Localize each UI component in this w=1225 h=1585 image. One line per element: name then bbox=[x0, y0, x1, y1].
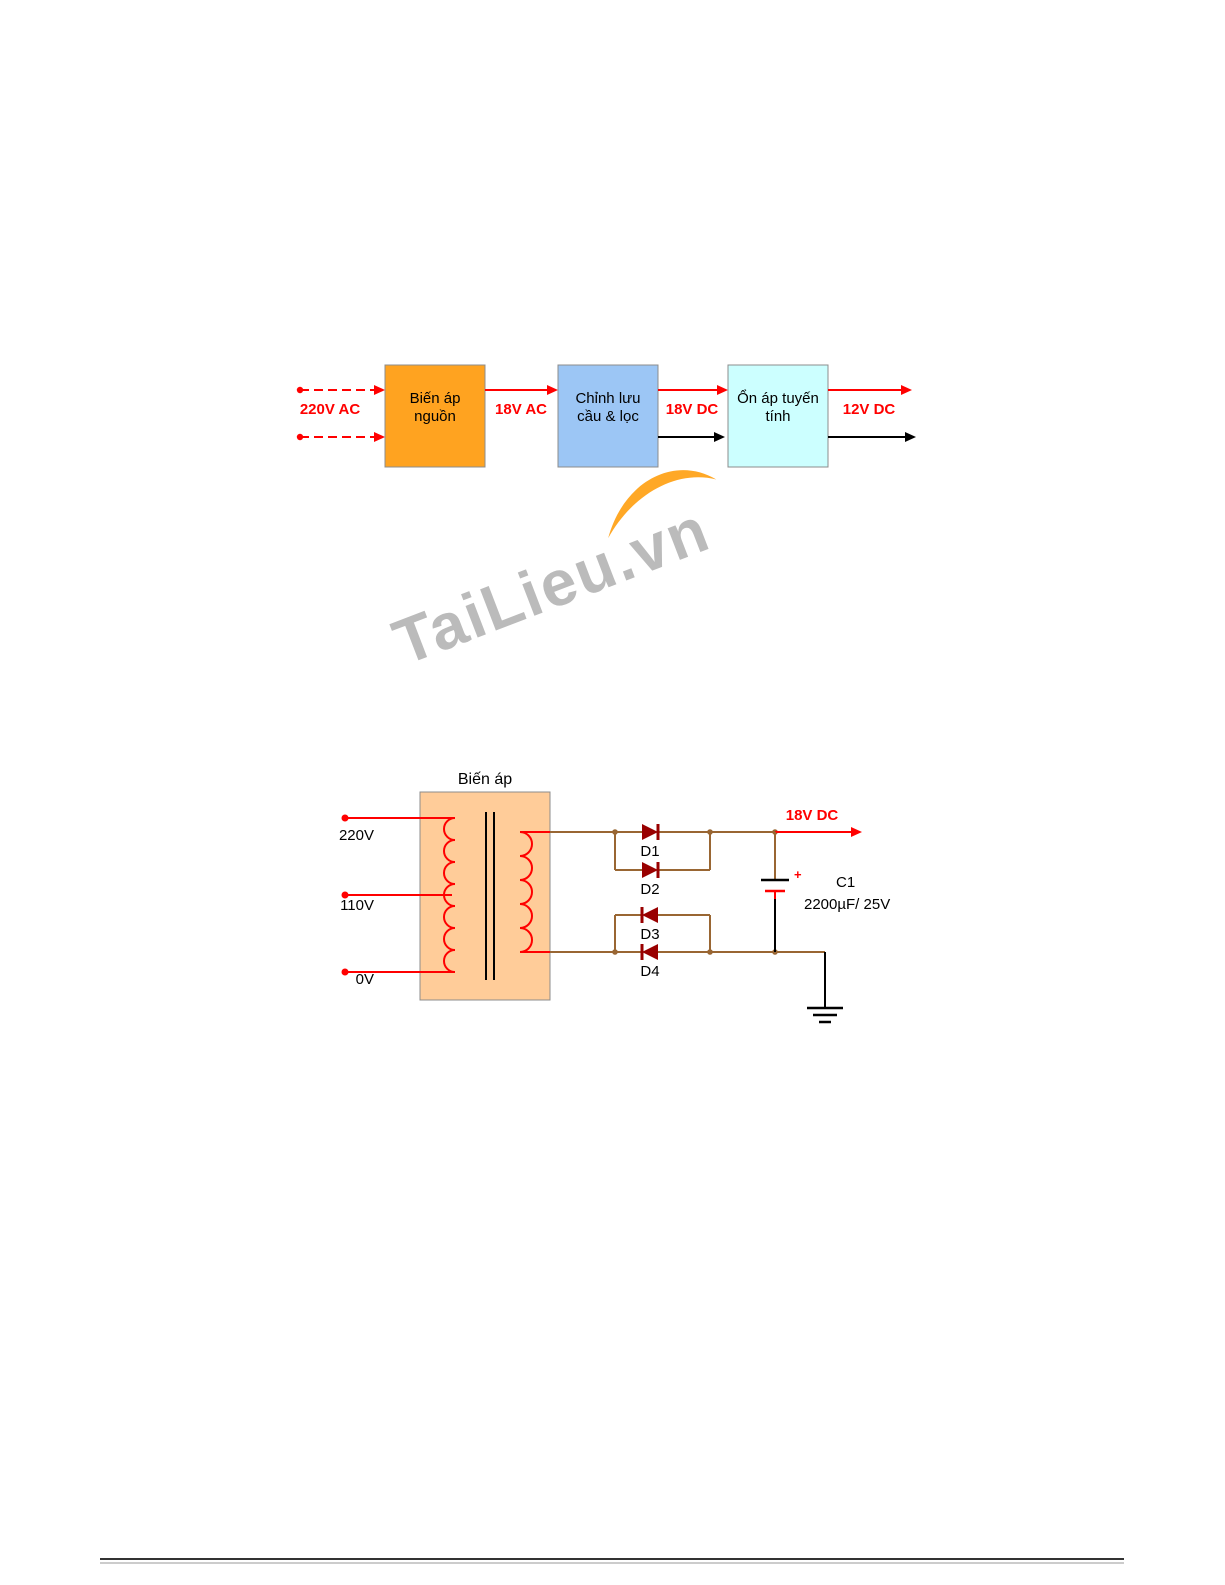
input-arrow-top bbox=[296, 385, 385, 395]
power-supply-block-diagram: 220V AC Biến áp nguồn 18V AC Chỉnh lưu c… bbox=[296, 364, 916, 468]
diode-d3 bbox=[640, 907, 658, 923]
capacitor-c1 bbox=[761, 832, 789, 952]
capacitor-plus-label: + bbox=[794, 867, 802, 882]
bridge-wires bbox=[550, 831, 825, 953]
secondary-coil bbox=[519, 831, 533, 953]
primary-terminal-220v bbox=[341, 814, 455, 822]
regulator-block bbox=[727, 364, 829, 468]
junction-dots bbox=[612, 829, 778, 955]
transformer-block-label-line1: Biến áp bbox=[410, 390, 461, 407]
rectifier-block-label-line2: cầu & lọc bbox=[577, 408, 639, 425]
input-voltage-label: 220V AC bbox=[300, 401, 360, 418]
tap-110v-label: 110V bbox=[340, 897, 374, 914]
diode-d2 bbox=[642, 862, 660, 878]
watermark-swoosh-icon bbox=[608, 470, 717, 539]
ground-symbol bbox=[807, 952, 843, 1024]
diode-d1-label: D1 bbox=[640, 843, 659, 860]
capacitor-name-label: C1 bbox=[836, 874, 855, 891]
watermark: TaiLieu.vn bbox=[384, 470, 720, 679]
transformer-title: Biến áp bbox=[458, 771, 512, 788]
footer-divider bbox=[100, 1558, 1124, 1564]
arrow-rectifier-to-regulator-red bbox=[658, 385, 728, 395]
transformer-block-label-line2: nguồn bbox=[414, 408, 456, 425]
capacitor-value-label: 2200µF/ 25V bbox=[804, 896, 890, 913]
signal2-label: 18V DC bbox=[666, 401, 719, 418]
regulator-block-label-line2: tính bbox=[765, 408, 790, 425]
signal1-label: 18V AC bbox=[495, 401, 547, 418]
diode-d1 bbox=[642, 824, 660, 840]
primary-terminal-110v bbox=[341, 891, 452, 899]
input-arrow-bottom bbox=[296, 432, 385, 442]
rectifier-circuit-diagram: Biến áp 220V 110V 0V bbox=[339, 771, 890, 1024]
arrow-transformer-to-rectifier bbox=[485, 385, 558, 395]
transformer-block bbox=[384, 364, 486, 468]
watermark-text: TaiLieu.vn bbox=[384, 493, 720, 679]
output-arrow-red bbox=[828, 385, 912, 395]
secondary-taps bbox=[520, 831, 550, 953]
arrow-rectifier-to-regulator-black bbox=[658, 432, 725, 442]
diode-d4 bbox=[640, 944, 658, 960]
dc-output-arrow bbox=[775, 827, 862, 837]
diode-d3-label: D3 bbox=[640, 926, 659, 943]
diode-d4-label: D4 bbox=[640, 963, 659, 980]
primary-terminal-0v bbox=[341, 968, 455, 976]
tap-220v-label: 220V bbox=[339, 827, 374, 844]
tap-0v-label: 0V bbox=[356, 971, 374, 988]
rectifier-block bbox=[557, 364, 659, 468]
dc-output-label: 18V DC bbox=[786, 807, 839, 824]
rectifier-block-label-line1: Chỉnh lưu bbox=[575, 390, 640, 407]
regulator-block-label-line1: Ổn áp tuyến bbox=[737, 389, 819, 407]
diode-d2-label: D2 bbox=[640, 881, 659, 898]
transformer-core bbox=[485, 812, 495, 980]
output-voltage-label: 12V DC bbox=[843, 401, 896, 418]
output-arrow-black bbox=[828, 432, 916, 442]
